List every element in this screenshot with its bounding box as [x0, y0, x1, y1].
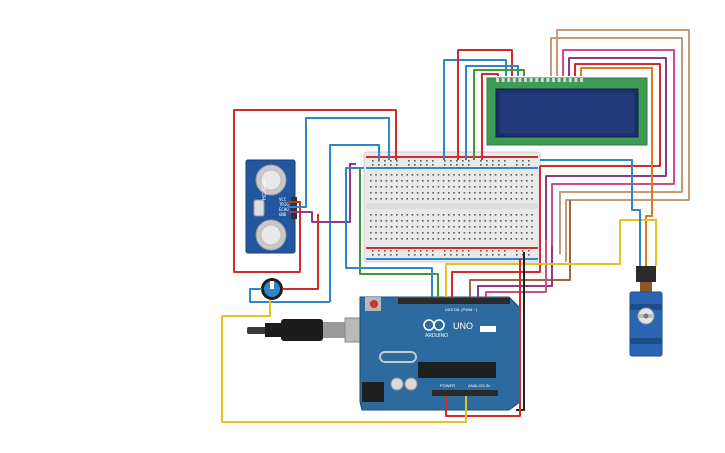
wire-lcd-4: [473, 69, 525, 160]
wire-lcd-2: [457, 49, 513, 160]
wire-lcd-pink: [551, 49, 675, 246]
wires: [221, 29, 690, 423]
sensor-model-label: HC-SR04: [262, 178, 268, 200]
potentiometer[interactable]: [261, 278, 283, 300]
wire-lcd-tan-2: [550, 37, 683, 254]
usb-cable[interactable]: [247, 317, 368, 343]
arduino-logo-icon: [423, 319, 445, 331]
servo-motor[interactable]: [629, 266, 663, 357]
wire-d-green: [359, 168, 439, 297]
wire-lcd-purple: [545, 57, 667, 240]
breadboard[interactable]: [363, 151, 541, 263]
wire-lcd-orange: [580, 67, 653, 266]
wire-d-purple: [477, 246, 553, 297]
wire-sensor-echo: [288, 163, 356, 223]
wire-pot-blue: [249, 288, 330, 303]
lcd-pin-header: [496, 78, 583, 82]
sensor-pin-trig: TRIG: [279, 202, 289, 207]
arduino-uno[interactable]: DIGITAL (PWM ~) ARDUINO UNO POWER ANALOG…: [359, 296, 521, 411]
wire-d-pink: [485, 240, 547, 297]
wire-servo-blue: [540, 159, 641, 266]
lcd-16x2[interactable]: [486, 77, 648, 146]
wire-a-yellow: [221, 300, 467, 423]
wire-d-red: [451, 166, 541, 297]
sensor-pin-gnd: GND: [279, 212, 287, 217]
wire-d-blue: [345, 167, 433, 297]
arduino-model-label: UNO: [453, 321, 473, 331]
wire-lcd-red-right: [540, 63, 661, 167]
wire-sensor-vcc: [233, 109, 397, 273]
wire-lcd-1: [443, 59, 507, 160]
wire-d-yellow-servo: [445, 219, 657, 297]
arduino-brand-label: ARDUINO: [425, 333, 448, 339]
wire-gnd-black: [516, 252, 525, 411]
sensor-pin-echo: ECHO: [279, 207, 289, 212]
sensor-pin-vcc: VCC: [279, 197, 287, 202]
wire-5v-red: [445, 258, 521, 417]
analog-in-label: ANALOG IN: [468, 383, 490, 388]
digital-header-label: DIGITAL (PWM ~): [445, 307, 478, 312]
wire-sensor-blue-2: [329, 144, 380, 302]
breadboard-holes: [370, 160, 533, 256]
wire-lcd-5: [481, 73, 499, 160]
wire-sensor-trig: [288, 117, 390, 208]
power-label: POWER: [440, 383, 455, 388]
wire-pot-red: [282, 214, 319, 290]
